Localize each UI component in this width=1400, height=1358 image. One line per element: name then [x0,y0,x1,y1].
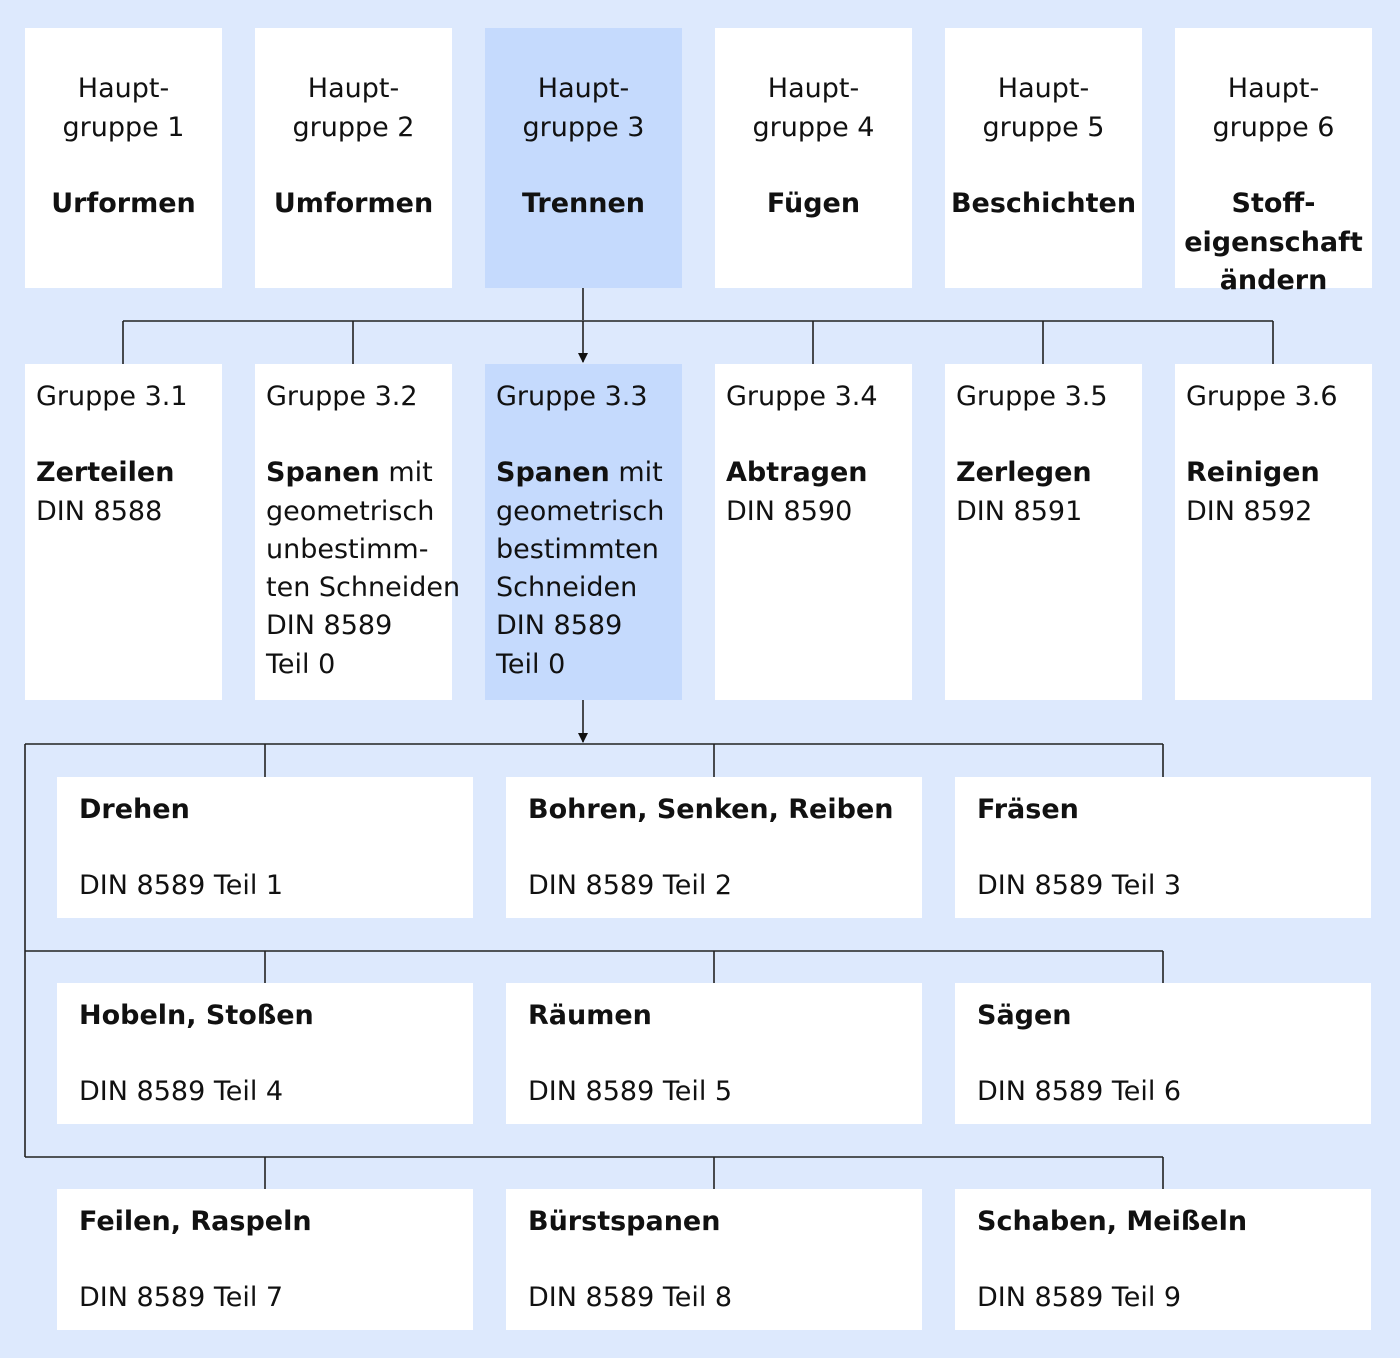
verfahren-schaben-box: Schaben, Meißeln DIN 8589 Teil 9 [955,1189,1371,1330]
verfahren-din: DIN 8589 Teil 4 [79,1076,284,1107]
hauptgruppe-4-box: Haupt- gruppe 4 Fügen [715,28,912,288]
hauptgruppe-name: Fügen [766,188,861,219]
gruppe-3-2-box: Gruppe 3.2 Spanen mit geometrisch unbest… [255,364,460,700]
hauptgruppe-2-box: Haupt- gruppe 2 Umformen [255,28,452,288]
gruppe-description: mit geometrisch bestimmten Schneiden [496,457,665,604]
gruppe-label: Gruppe 3.1 [36,381,188,412]
verfahren-name: Bohren, Senken, Reiben [528,794,894,825]
hauptgruppe-6-box: Haupt- gruppe 6 Stoff- eigenschaft änder… [1175,28,1372,296]
gruppe-label: Gruppe 3.4 [726,381,878,412]
hauptgruppe-name: Umformen [273,188,434,219]
verfahren-din: DIN 8589 Teil 5 [528,1076,733,1107]
hauptgruppe-label: Haupt- gruppe 4 [752,73,875,143]
verfahren-din: DIN 8589 Teil 9 [977,1282,1182,1313]
hauptgruppe-5-box: Haupt- gruppe 5 Beschichten [945,28,1142,288]
verfahren-name: Feilen, Raspeln [79,1206,312,1237]
gruppe-name: Spanen [496,457,610,489]
gruppe-din: DIN 8591 [956,495,1083,527]
verfahren-hobeln-box: Hobeln, Stoßen DIN 8589 Teil 4 [57,983,473,1124]
gruppe-3-4-box: Gruppe 3.4 Abtragen DIN 8590 [715,364,912,700]
gruppe-label: Gruppe 3.3 [496,381,648,412]
hauptgruppe-name: Urformen [51,188,196,219]
hauptgruppe-label: Haupt- gruppe 5 [982,73,1105,143]
verfahren-fraesen-box: Fräsen DIN 8589 Teil 3 [955,777,1371,918]
verfahren-din: DIN 8589 Teil 7 [79,1282,284,1313]
gruppe-label: Gruppe 3.6 [1186,381,1338,412]
hauptgruppe-label: Haupt- gruppe 2 [292,73,415,143]
gruppe-label: Gruppe 3.2 [266,381,418,412]
verfahren-din: DIN 8589 Teil 6 [977,1076,1182,1107]
gruppe-din: DIN 8590 [726,495,853,527]
verfahren-bohren-box: Bohren, Senken, Reiben DIN 8589 Teil 2 [506,777,922,918]
hauptgruppe-label: Haupt- gruppe 1 [62,73,185,143]
gruppe-din: DIN 8592 [1186,495,1313,527]
gruppe-din: DIN 8588 [36,495,163,527]
gruppe-din: DIN 8589 Teil 0 [266,610,393,680]
hauptgruppe-label: Haupt- gruppe 3 [522,73,645,143]
verfahren-name: Hobeln, Stoßen [79,1000,314,1031]
gruppe-3-1-box: Gruppe 3.1 Zerteilen DIN 8588 [25,364,222,700]
hauptgruppe-name: Beschichten [950,188,1137,219]
gruppe-3-5-box: Gruppe 3.5 Zerlegen DIN 8591 [945,364,1142,700]
hauptgruppe-label: Haupt- gruppe 6 [1212,73,1335,143]
verfahren-raeumen-box: Räumen DIN 8589 Teil 5 [506,983,922,1124]
gruppe-3-3-box: Gruppe 3.3 Spanen mit geometrisch bestim… [485,364,682,700]
gruppe-din: DIN 8589 Teil 0 [496,610,623,680]
verfahren-name: Fräsen [977,794,1079,825]
gruppe-name: Zerteilen [36,457,175,489]
verfahren-din: DIN 8589 Teil 3 [977,870,1182,901]
verfahren-saegen-box: Sägen DIN 8589 Teil 6 [955,983,1371,1124]
verfahren-din: DIN 8589 Teil 2 [528,870,733,901]
verfahren-name: Schaben, Meißeln [977,1206,1248,1237]
verfahren-feilen-box: Feilen, Raspeln DIN 8589 Teil 7 [57,1189,473,1330]
gruppe-description: mit geometrisch unbestimm- ten Schneiden [266,457,461,604]
verfahren-din: DIN 8589 Teil 1 [79,870,284,901]
verfahren-buerstspanen-box: Bürstspanen DIN 8589 Teil 8 [506,1189,922,1330]
verfahren-name: Sägen [977,1000,1072,1031]
verfahren-name: Drehen [79,794,190,825]
gruppe-name: Zerlegen [956,457,1092,489]
gruppe-name: Reinigen [1186,457,1320,489]
gruppe-label: Gruppe 3.5 [956,381,1108,412]
hauptgruppe-3-box: Haupt- gruppe 3 Trennen [485,28,682,288]
verfahren-drehen-box: Drehen DIN 8589 Teil 1 [57,777,473,918]
hauptgruppe-name: Stoff- eigenschaft ändern [1184,188,1363,296]
hauptgruppe-1-box: Haupt- gruppe 1 Urformen [25,28,222,288]
hauptgruppe-name: Trennen [521,188,646,219]
verfahren-din: DIN 8589 Teil 8 [528,1282,733,1313]
gruppe-3-6-box: Gruppe 3.6 Reinigen DIN 8592 [1175,364,1372,700]
verfahren-name: Bürstspanen [528,1206,721,1237]
verfahren-name: Räumen [528,1000,652,1031]
gruppe-name: Spanen [266,457,380,489]
gruppe-name: Abtragen [726,457,868,489]
